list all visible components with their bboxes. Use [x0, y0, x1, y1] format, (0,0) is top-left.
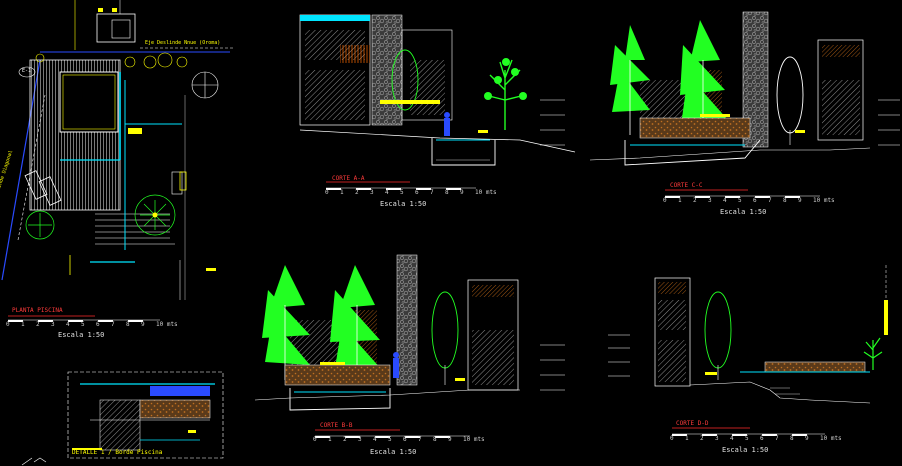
section-bb-scale-tick-10: 10 mts — [463, 436, 485, 443]
plan-tag: E-1 — [22, 68, 32, 74]
plan-scale-tick-2: 2 — [36, 321, 40, 328]
section-aa-scale-tick-2: 2 — [355, 189, 359, 196]
section-bb-scale-tick-2: 2 — [343, 436, 347, 443]
section-cc-scale-tick-9: 9 — [798, 197, 802, 204]
plan-scale-tick-6: 6 — [96, 321, 100, 328]
section-cc-scale-tick-8: 8 — [783, 197, 787, 204]
plan-title: PLANTA PISCINA — [12, 307, 63, 314]
section-aa-scale-tick-9: 9 — [460, 189, 464, 196]
section-aa-title: CORTE A-A — [332, 175, 365, 182]
section-aa-scale-tick-10: 10 mts — [475, 189, 497, 196]
plan-scale-tick-4: 4 — [66, 321, 70, 328]
section-cc-scale-tick-3: 3 — [708, 197, 712, 204]
section-aa-scale-tick-5: 5 — [400, 189, 404, 196]
section-dd-scale-tick-4: 4 — [730, 435, 734, 442]
north-arrow-icon — [21, 457, 47, 466]
plan-scale-tick-8: 8 — [126, 321, 130, 328]
section-dd-scale-tick-0: 0 — [670, 435, 674, 442]
plan-scale-caption: Escala 1:50 — [58, 331, 105, 339]
detail-view — [67, 371, 224, 459]
section-bb-scale-tick-5: 5 — [388, 436, 392, 443]
section-bb-scale-tick-8: 8 — [433, 436, 437, 443]
plan-view — [1, 0, 235, 322]
section-cc-scale-tick-10: 10 mts — [813, 197, 835, 204]
section-bb-scale-tick-0: 0 — [313, 436, 317, 443]
section-dd-scale-tick-9: 9 — [805, 435, 809, 442]
section-dd-scale-tick-7: 7 — [775, 435, 779, 442]
section-cc-scale-tick-0: 0 — [663, 197, 667, 204]
plan-scale-tick-7: 7 — [111, 321, 115, 328]
section-bb-scale-tick-9: 9 — [448, 436, 452, 443]
section-cc-scale-tick-4: 4 — [723, 197, 727, 204]
section-dd-scale-tick-2: 2 — [700, 435, 704, 442]
section-cc-scale-caption: Escala 1:50 — [720, 208, 767, 216]
section-bb-scale-tick-4: 4 — [373, 436, 377, 443]
section-bb-title: CORTE B-B — [320, 422, 353, 429]
section-dd-scale-tick-10: 10 mts — [820, 435, 842, 442]
section-aa-scale-tick-0: 0 — [325, 189, 329, 196]
section-cc-title: CORTE C-C — [670, 182, 703, 189]
section-dd-title: CORTE D-D — [676, 420, 709, 427]
section-bb-scale-tick-1: 1 — [328, 436, 332, 443]
section-dd-scale-tick-5: 5 — [745, 435, 749, 442]
section-cc-scale-tick-6: 6 — [753, 197, 757, 204]
plan-scale-tick-9: 9 — [141, 321, 145, 328]
section-dd-scale-caption: Escala 1:50 — [722, 446, 769, 454]
detail-title: DETALLE 1 / Borde Piscina — [72, 449, 163, 456]
section-aa-scale-tick-7: 7 — [430, 189, 434, 196]
section-bb-scale-tick-7: 7 — [418, 436, 422, 443]
section-bb — [254, 254, 565, 438]
plan-scale-tick-5: 5 — [81, 321, 85, 328]
section-aa-scale-tick-1: 1 — [340, 189, 344, 196]
section-cc-scale-tick-5: 5 — [738, 197, 742, 204]
plan-scale-tick-10: 10 mts — [156, 321, 178, 328]
plan-scale-tick-3: 3 — [51, 321, 55, 328]
plan-scale-tick-1: 1 — [21, 321, 25, 328]
section-dd — [608, 265, 888, 436]
section-aa-scale-tick-8: 8 — [445, 189, 449, 196]
section-bb-scale-tick-3: 3 — [358, 436, 362, 443]
section-dd-scale-tick-1: 1 — [685, 435, 689, 442]
section-cc — [589, 11, 900, 198]
section-aa-scale-tick-3: 3 — [370, 189, 374, 196]
section-aa — [299, 14, 576, 190]
section-aa-scale-tick-6: 6 — [415, 189, 419, 196]
section-cc-scale-tick-7: 7 — [768, 197, 772, 204]
section-dd-scale-tick-3: 3 — [715, 435, 719, 442]
plan-note-top: Eje Deslinde Nnue (Oroma) — [145, 40, 221, 46]
section-bb-scale-caption: Escala 1:50 — [370, 448, 417, 456]
section-dd-scale-tick-6: 6 — [760, 435, 764, 442]
section-aa-scale-tick-4: 4 — [385, 189, 389, 196]
section-cc-scale-tick-2: 2 — [693, 197, 697, 204]
section-cc-scale-tick-1: 1 — [678, 197, 682, 204]
section-aa-scale-caption: Escala 1:50 — [380, 200, 427, 208]
section-dd-scale-tick-8: 8 — [790, 435, 794, 442]
section-bb-scale-tick-6: 6 — [403, 436, 407, 443]
plan-scale-tick-0: 0 — [6, 321, 10, 328]
